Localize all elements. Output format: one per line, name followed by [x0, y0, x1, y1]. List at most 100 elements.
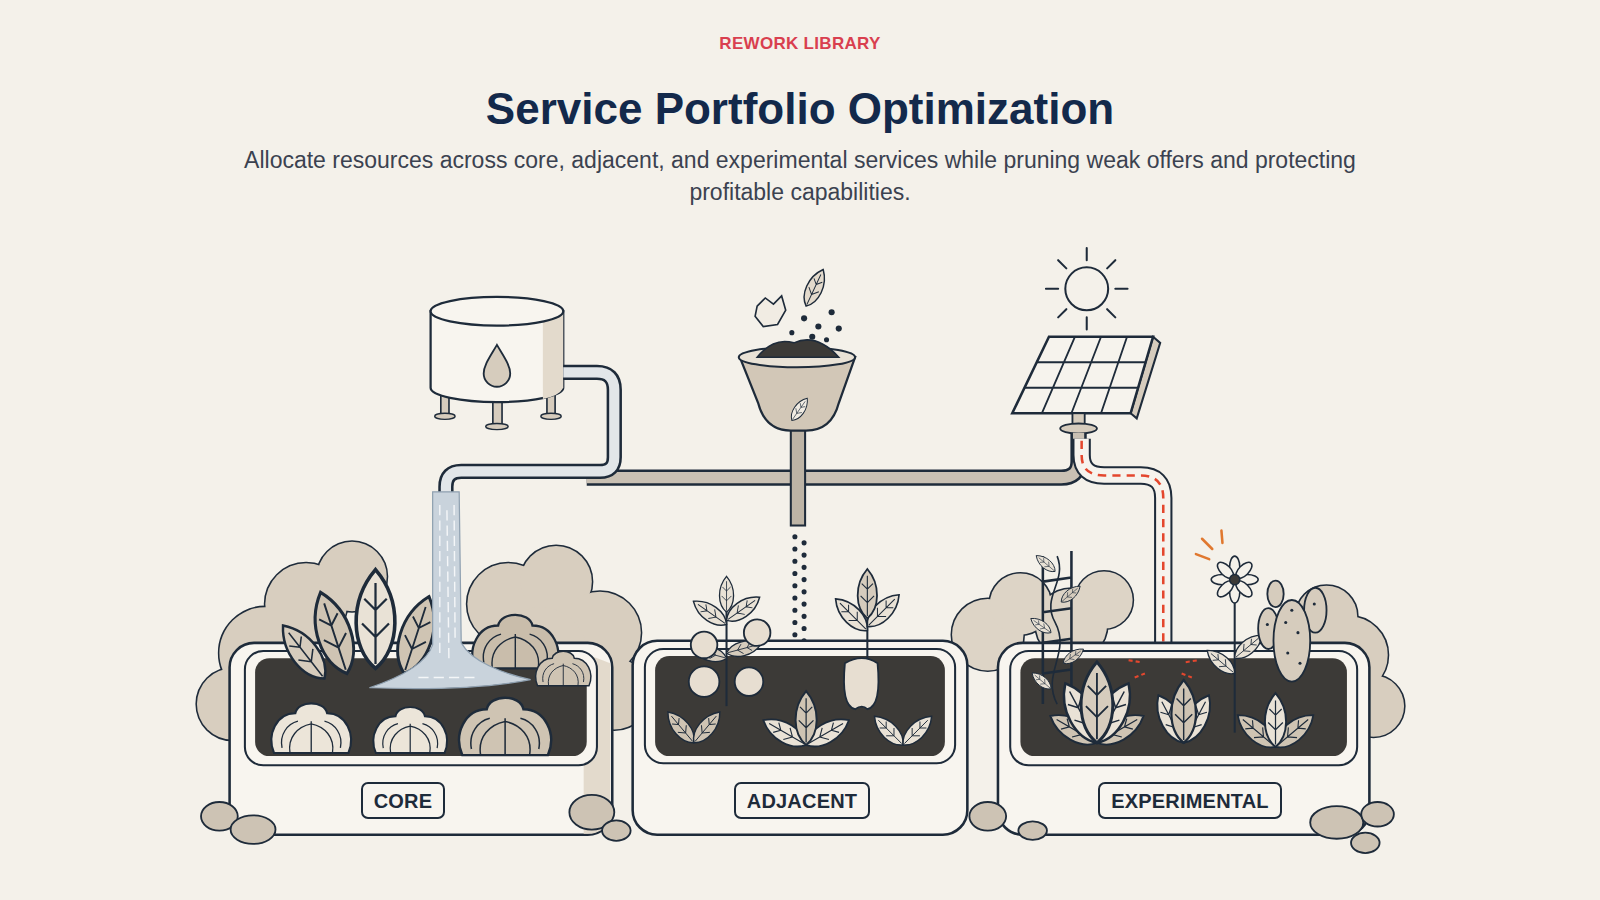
water-tank	[431, 297, 564, 430]
adjacent-planter	[633, 641, 968, 835]
experimental-plants	[1286, 652, 1289, 655]
water-tank	[435, 413, 455, 419]
compost-funnel	[799, 266, 830, 309]
experimental-plants	[1203, 645, 1240, 679]
rock	[1361, 802, 1394, 826]
adjacent-planter	[645, 649, 955, 763]
experimental-plants	[1266, 623, 1269, 626]
supply-pipe	[587, 433, 1079, 478]
experimental-plants	[1058, 582, 1083, 605]
experimental-plants	[1028, 531, 1327, 755]
experimental-plants	[1033, 552, 1058, 575]
adjacent-plants	[691, 632, 718, 659]
experimental-plants	[1273, 600, 1310, 682]
rock	[1018, 821, 1047, 839]
experimental-plants	[1081, 662, 1113, 743]
compost-funnel	[836, 326, 842, 332]
compost-funnel	[789, 330, 794, 335]
solar-feed-pipe	[1082, 439, 1164, 645]
adjacent-plants	[719, 576, 733, 612]
experimental-plants	[1171, 680, 1196, 743]
rock	[969, 802, 1006, 831]
water-stream	[369, 492, 530, 689]
sun-icon	[1046, 248, 1128, 330]
water-tank	[484, 345, 511, 387]
experimental-plants	[1029, 669, 1054, 692]
rock	[1310, 806, 1363, 839]
adjacent-plants	[735, 667, 764, 696]
sun-icon	[1046, 248, 1128, 330]
compost-funnel	[791, 427, 805, 526]
water-pipe	[446, 372, 614, 494]
water-tank	[541, 413, 561, 419]
core-plants	[373, 707, 447, 753]
experimental-plants	[1284, 621, 1287, 624]
label-plate: CORE	[361, 782, 446, 819]
supply-pipe	[587, 433, 1079, 478]
solar-feed-pipe	[1082, 439, 1171, 676]
experimental-plants	[1265, 693, 1286, 747]
plate-text: EXPERIMENTAL	[1111, 789, 1269, 813]
supply-pipe	[587, 433, 1079, 478]
plate-text: CORE	[374, 789, 433, 813]
adjacent-planter	[655, 656, 945, 756]
compost-funnel	[757, 340, 839, 357]
water-stream	[369, 492, 530, 689]
adjacent-plants	[796, 691, 817, 745]
rock	[1351, 833, 1380, 853]
experimental-plants	[1266, 603, 1316, 665]
solar-panel	[1060, 423, 1097, 433]
experimental-plants	[1298, 662, 1301, 665]
experimental-plants	[1258, 581, 1326, 682]
adjacent-plants	[858, 569, 877, 618]
adjacent-plants	[844, 658, 878, 709]
rock	[602, 820, 631, 840]
compost-funnel	[789, 309, 842, 342]
experimental-plants	[1234, 590, 1236, 733]
page-title: Service Portfolio Optimization	[0, 82, 1600, 136]
solar-feed-pipe	[1082, 439, 1164, 645]
experimental-plants	[1230, 574, 1240, 584]
adjacent-plants	[662, 569, 937, 753]
rock	[231, 815, 276, 844]
experimental-plants	[1129, 660, 1198, 677]
water-stream	[418, 505, 479, 677]
compost-funnel	[788, 395, 812, 423]
compost-funnel	[815, 323, 821, 329]
water-tank	[486, 423, 508, 429]
experimental-plants	[1051, 556, 1060, 704]
compost-funnel	[829, 309, 835, 315]
adjacent-plants	[897, 711, 937, 751]
solar-feed-pipe	[1082, 441, 1164, 663]
experimental-plants	[1267, 581, 1283, 608]
compost-funnel	[809, 334, 815, 340]
experimental-plants	[1313, 603, 1316, 606]
kicker-label: REWORK LIBRARY	[0, 34, 1600, 54]
water-pipe	[446, 372, 614, 494]
experimental-plants	[1211, 556, 1258, 603]
water-tank	[431, 297, 564, 326]
label-plate: ADJACENT	[734, 782, 871, 819]
water-pipe	[446, 372, 614, 494]
sun-icon	[1065, 267, 1108, 310]
label-plate: EXPERIMENTAL	[1098, 782, 1282, 819]
adjacent-planter	[633, 641, 968, 835]
experimental-plants	[1296, 631, 1299, 634]
water-tank	[543, 311, 563, 399]
adjacent-plants	[689, 666, 720, 697]
solar-panel	[1012, 337, 1153, 414]
compost-funnel	[801, 315, 807, 321]
core-plants	[536, 651, 591, 685]
plate-text: ADJACENT	[747, 789, 858, 813]
core-plants	[356, 570, 395, 669]
compost-funnel	[755, 296, 786, 327]
experimental-plants	[1290, 609, 1293, 612]
core-plants	[305, 587, 363, 678]
core-plants	[459, 698, 551, 755]
page-caption: Allocate resources across core, adjacent…	[220, 144, 1380, 208]
experimental-plants	[1028, 615, 1054, 637]
experimental-plants	[1060, 645, 1086, 667]
